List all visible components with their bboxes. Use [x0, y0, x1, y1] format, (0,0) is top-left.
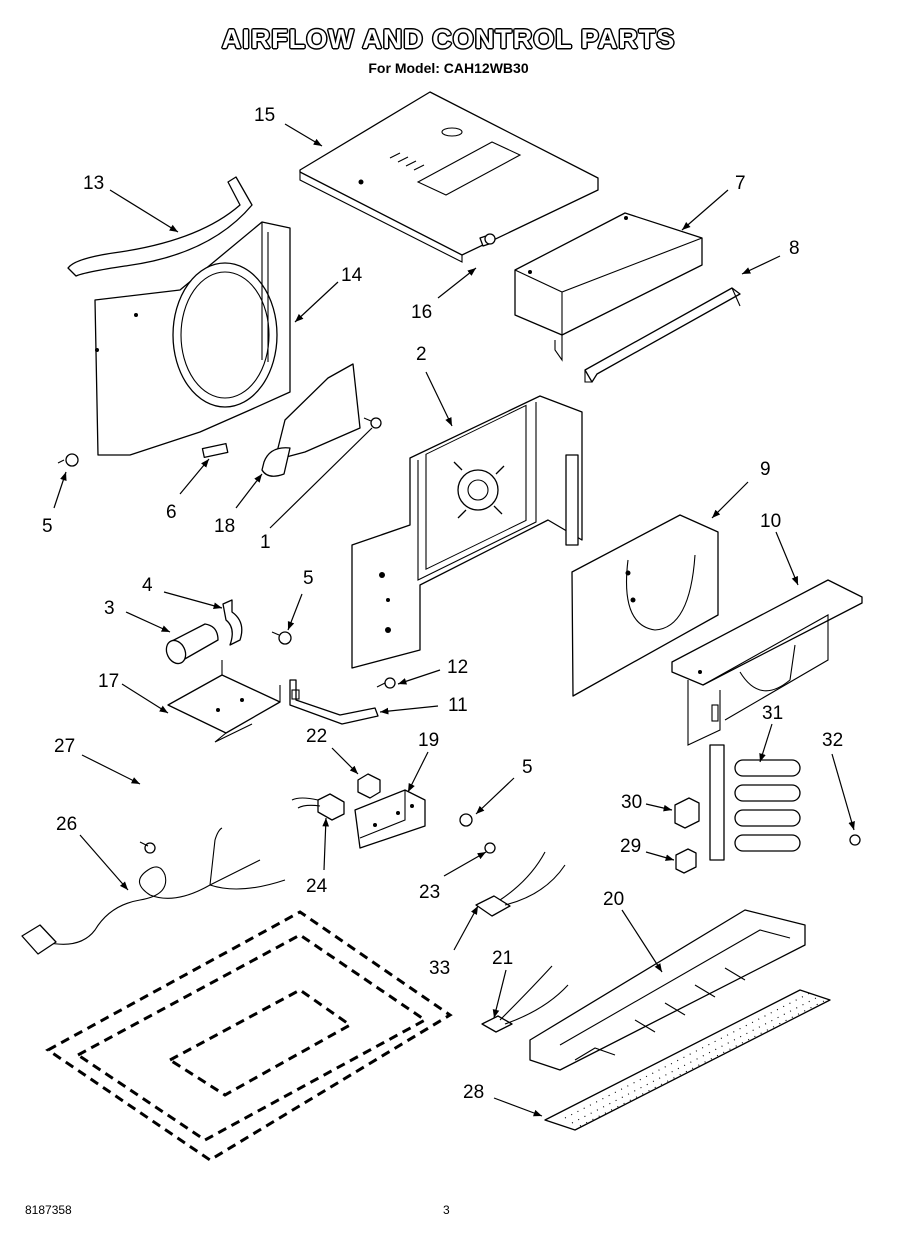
- callout-19: 19: [418, 730, 439, 751]
- capacitor-part-3[interactable]: [163, 623, 219, 667]
- gasket-part-13[interactable]: [67, 176, 253, 277]
- drain-pan-part-20[interactable]: [529, 909, 806, 1071]
- orifice-panel-part-2[interactable]: [351, 395, 583, 669]
- callout-leaders: [53, 123, 855, 1117]
- strap-part-4[interactable]: [222, 599, 243, 646]
- filter-part-28[interactable]: [544, 989, 831, 1131]
- limit-part-30[interactable]: [674, 797, 700, 829]
- callout-3: 3: [104, 598, 115, 619]
- scroll-part-9[interactable]: [571, 514, 719, 697]
- switch-bracket-part-19[interactable]: [354, 789, 426, 849]
- screw-part-12[interactable]: [376, 677, 396, 689]
- callout-30: 30: [621, 792, 642, 813]
- clip-part-6[interactable]: [201, 442, 229, 459]
- callout-5-left: 5: [42, 516, 53, 537]
- top-cover-part-15[interactable]: [299, 91, 599, 263]
- callout-33: 33: [429, 958, 450, 979]
- page-number: 3: [443, 1203, 450, 1217]
- callout-24: 24: [306, 876, 328, 897]
- callout-12: 12: [447, 657, 468, 678]
- callout-1: 1: [260, 532, 271, 553]
- base-pan-dashed: [45, 910, 453, 1162]
- switch-part-22[interactable]: [357, 773, 381, 799]
- housing-part-10[interactable]: [671, 579, 863, 746]
- callout-18: 18: [214, 516, 235, 537]
- screw-part-23[interactable]: [484, 842, 496, 854]
- callout-21: 21: [492, 948, 513, 969]
- capacitor-bracket-part-17[interactable]: [167, 660, 281, 743]
- callout-16: 16: [411, 302, 432, 323]
- power-cord-part-26[interactable]: [21, 827, 286, 955]
- callout-8: 8: [789, 238, 800, 259]
- callout-labels: 15 13 7 8 14 16 2 5 6 18 1 9 10 4 5 3 12…: [42, 105, 843, 1103]
- page-title: AIRFLOW AND CONTROL PARTS: [221, 24, 676, 54]
- screw-part-5a[interactable]: [57, 453, 79, 467]
- callout-7: 7: [735, 173, 746, 194]
- callout-15: 15: [254, 105, 275, 126]
- thermostat-part-11[interactable]: [289, 679, 379, 725]
- callout-10: 10: [760, 511, 781, 532]
- limit-part-29[interactable]: [675, 848, 697, 874]
- heater-part-31[interactable]: [709, 744, 801, 861]
- screw-part-27[interactable]: [139, 841, 156, 854]
- callout-6: 6: [166, 502, 177, 523]
- bracket-part-1[interactable]: [261, 363, 361, 477]
- document-part-number: 8187358: [25, 1203, 72, 1217]
- callout-23: 23: [419, 882, 440, 903]
- switch-part-24[interactable]: [291, 793, 345, 821]
- screw-part-1[interactable]: [363, 417, 382, 429]
- screw-part-5c[interactable]: [459, 813, 473, 827]
- rail-part-8[interactable]: [584, 287, 741, 383]
- callout-31: 31: [762, 703, 783, 724]
- callout-17: 17: [98, 671, 119, 692]
- screw-part-16[interactable]: [479, 233, 496, 247]
- callout-4: 4: [142, 575, 153, 596]
- callout-20: 20: [603, 889, 624, 910]
- screw-part-5b[interactable]: [271, 631, 292, 645]
- callout-27: 27: [54, 736, 75, 757]
- callout-14: 14: [341, 265, 363, 286]
- sensor-part-33[interactable]: [475, 851, 566, 917]
- callout-13: 13: [83, 173, 104, 194]
- callout-5-switch: 5: [522, 757, 533, 778]
- callout-29: 29: [620, 836, 641, 857]
- callout-32: 32: [822, 730, 843, 751]
- callout-5-capacitor: 5: [303, 568, 314, 589]
- screw-part-32[interactable]: [849, 834, 861, 846]
- callout-26: 26: [56, 814, 77, 835]
- callout-28: 28: [463, 1082, 484, 1103]
- control-cover-part-7[interactable]: [514, 212, 703, 362]
- callout-11: 11: [448, 695, 468, 716]
- callout-2: 2: [416, 344, 427, 365]
- sensor-part-21[interactable]: [481, 965, 569, 1033]
- shroud-part-14[interactable]: [94, 221, 291, 456]
- callout-9: 9: [760, 459, 771, 480]
- callout-22: 22: [306, 726, 327, 747]
- model-subtitle: For Model: CAH12WB30: [368, 60, 529, 76]
